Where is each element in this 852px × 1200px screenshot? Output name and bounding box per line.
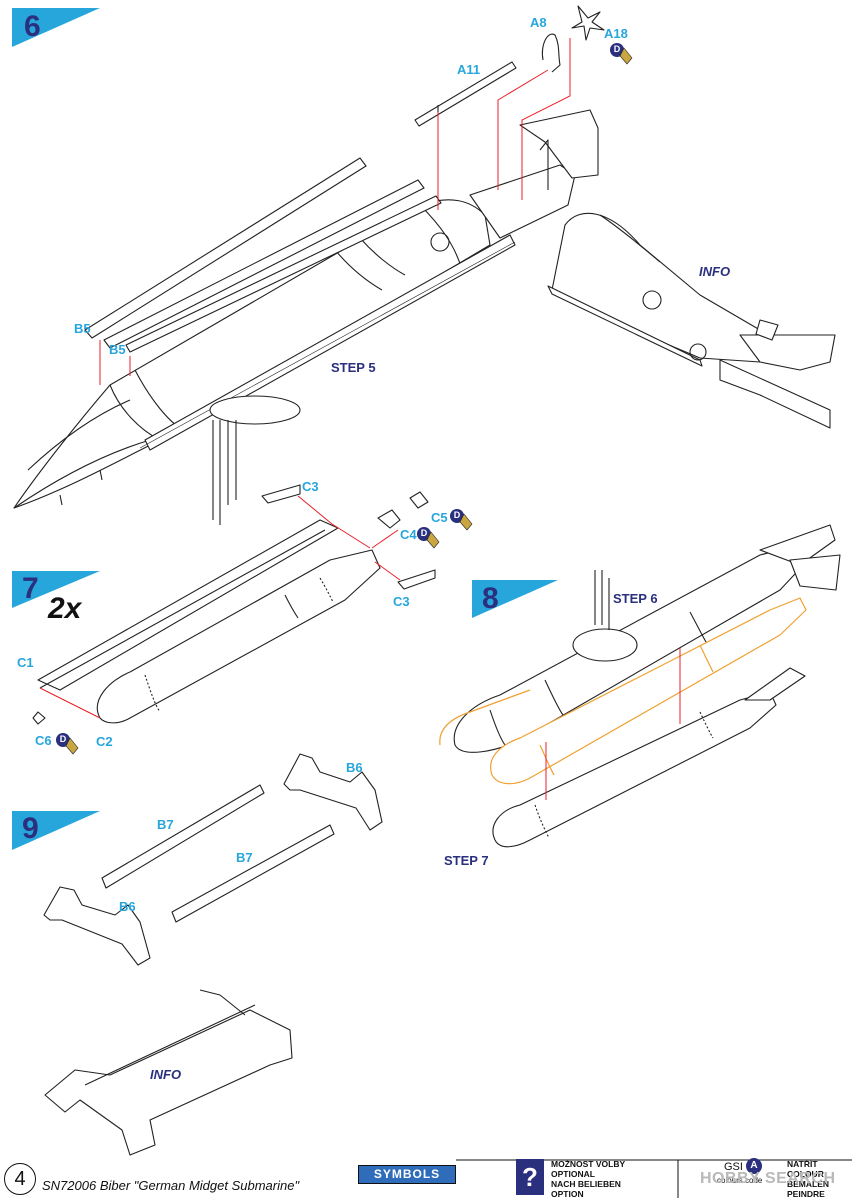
- option-line-de: NACH BELIEBEN: [551, 1179, 621, 1189]
- part-label-a8: A8: [530, 15, 547, 30]
- part-label-b7-top: B7: [157, 817, 174, 832]
- colour-line-cz: NATŘÍT: [787, 1159, 818, 1169]
- part-label-c2: C2: [96, 734, 113, 749]
- part-label-c5: C5: [431, 510, 448, 525]
- paint-badge-c4: [417, 527, 440, 549]
- option-line-cz: MOŽNOST VOLBY: [551, 1159, 626, 1169]
- step-6-number: 6: [24, 10, 41, 43]
- step-9-number: 9: [22, 812, 39, 845]
- step-8-submarine-drawing: [453, 524, 841, 848]
- step-7-guide-lines: [39, 495, 401, 719]
- paint-badge-c5: [450, 509, 473, 531]
- colour-line-fr: PEINDRE: [787, 1189, 825, 1199]
- part-label-a18: A18: [604, 26, 628, 41]
- paint-badge-a18: [610, 43, 633, 65]
- colour-line-de: BEMALEN: [787, 1179, 830, 1189]
- watermark: HOBBY SEARCH: [700, 1170, 836, 1187]
- step-8-number: 8: [482, 582, 499, 615]
- info-label-bottom: INFO: [150, 1067, 182, 1082]
- optional-icon: ?: [516, 1159, 544, 1195]
- step-6-guide-lines: [99, 38, 571, 385]
- info-label-top: INFO: [699, 264, 731, 279]
- step-7-torpedo-drawing: [32, 484, 436, 725]
- ref-step-6: STEP 6: [613, 591, 658, 606]
- part-label-c4: C4: [400, 527, 417, 542]
- colour-line-en: COLOUR: [787, 1169, 824, 1179]
- paint-code-a18: D: [613, 44, 621, 54]
- symbols-label: SYMBOLS: [358, 1165, 456, 1184]
- step-8-guide-lines: [545, 648, 681, 800]
- part-label-c6: C6: [35, 733, 52, 748]
- colour-brand: GSI: [724, 1161, 743, 1173]
- paint-code-c5: D: [453, 510, 461, 520]
- paint-code-c4: D: [420, 528, 428, 538]
- paint-code-c6: D: [59, 734, 67, 744]
- part-label-b5-right: B5: [109, 342, 126, 357]
- option-line-fr: OPTION: [551, 1189, 584, 1199]
- part-label-c3-bottom: C3: [393, 594, 410, 609]
- part-label-a11: A11: [457, 62, 481, 77]
- step-9-stands-drawing: [43, 753, 383, 1156]
- part-label-b5-left: B5: [74, 321, 91, 336]
- step-9-banner: [12, 811, 100, 850]
- colour-badge: A: [746, 1158, 762, 1174]
- part-label-b6-top: B6: [346, 760, 363, 775]
- step-7-banner: [12, 571, 100, 608]
- kit-title: SN72006 Biber "German Midget Submarine": [42, 1178, 300, 1193]
- part-label-b6-left: B6: [119, 899, 136, 914]
- page-number: 4: [4, 1163, 36, 1195]
- step-6-hull-drawing: [13, 5, 605, 525]
- step-6-banner: [12, 8, 100, 47]
- option-line-en: OPTIONAL: [551, 1169, 595, 1179]
- step-7-multiplier: 2x: [48, 592, 82, 625]
- step-8-banner: [472, 580, 558, 618]
- paint-badge-c6: [56, 733, 79, 755]
- step-8-optional-torpedo: [439, 597, 807, 785]
- colour-code-label: colours code: [717, 1176, 763, 1185]
- step-7-number: 7: [22, 572, 39, 605]
- ref-step-7: STEP 7: [444, 853, 489, 868]
- part-label-b7-mid: B7: [236, 850, 253, 865]
- part-label-c1: C1: [17, 655, 34, 670]
- part-label-c3-top: C3: [302, 479, 319, 494]
- ref-step-5: STEP 5: [331, 360, 376, 375]
- info-tail-detail-drawing: [547, 212, 836, 429]
